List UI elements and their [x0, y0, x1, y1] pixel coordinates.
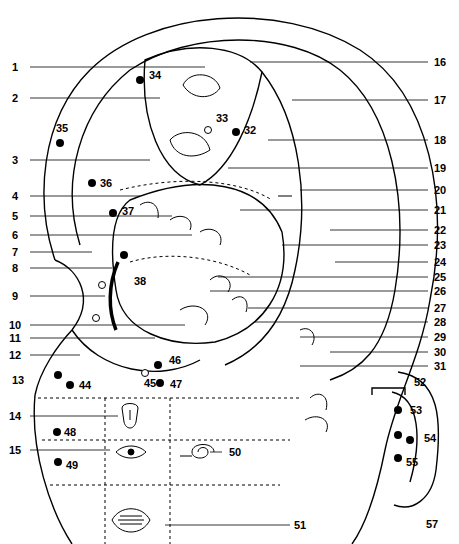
callout-number: 38: [134, 276, 146, 287]
callout-number: 28: [434, 317, 446, 328]
callout-number: 22: [434, 225, 446, 236]
tongue-icon: [122, 404, 138, 429]
tragus-thick: [110, 262, 118, 330]
callout-number: 33: [216, 113, 228, 124]
callout-number: 54: [424, 433, 436, 444]
callout-number: 18: [434, 135, 446, 146]
callout-number: 49: [66, 460, 78, 471]
point-dot: [54, 458, 62, 466]
callout-number: 46: [169, 355, 181, 366]
callout-number: 31: [434, 361, 446, 372]
callout-number: 24: [434, 257, 446, 268]
callout-number: 21: [434, 205, 446, 216]
triangular-fossa: [144, 48, 262, 185]
cochlea-icon: [180, 445, 214, 459]
point-dot: [156, 379, 164, 387]
callout-number: 53: [410, 405, 422, 416]
callout-number: 26: [434, 286, 446, 297]
callout-number: 30: [434, 347, 446, 358]
eye-icon: [116, 446, 146, 458]
callout-number: 52: [414, 377, 426, 388]
callout-number: 47: [170, 379, 182, 390]
callout-number: 15: [9, 445, 21, 456]
inset-ear: [394, 372, 439, 507]
point-dot: [136, 76, 144, 84]
point-dot: [120, 251, 128, 259]
callout-number: 35: [56, 123, 68, 134]
callout-number: 45: [144, 378, 156, 389]
callout-number: 37: [122, 206, 134, 217]
mouth-icon: [112, 509, 150, 532]
point-dot: [394, 454, 402, 462]
point-dot: [154, 361, 162, 369]
concha: [113, 185, 284, 344]
point-dot: [406, 436, 414, 444]
callout-number: 48: [64, 427, 76, 438]
point-dot: [88, 179, 96, 187]
intertragic-notch: [72, 330, 200, 371]
callout-number: 10: [9, 320, 21, 331]
callout-number: 25: [434, 272, 446, 283]
callout-number: 17: [434, 95, 446, 106]
point-dot: [394, 431, 402, 439]
organ-icons: [140, 75, 327, 432]
callout-number: 13: [12, 375, 24, 386]
callout-number: 3: [12, 155, 18, 166]
tragus-edge: [35, 260, 83, 395]
cymba-dashed-line: [120, 181, 272, 200]
callout-number: 55: [406, 457, 418, 468]
point-dot: [394, 406, 402, 414]
lobe-grid: [38, 398, 300, 544]
open-point: [205, 127, 212, 134]
point-dot: [54, 371, 62, 379]
callout-number: 1: [12, 62, 18, 73]
callout-number: 6: [12, 230, 18, 241]
callout-number: 11: [9, 333, 21, 344]
callout-number: 51: [294, 520, 306, 531]
callout-number: 16: [434, 57, 446, 68]
concha-dashed-line: [130, 256, 250, 275]
callout-number: 8: [12, 263, 18, 274]
open-point: [93, 315, 100, 322]
callout-number: 5: [12, 211, 18, 222]
inset-bracket: [372, 388, 405, 395]
callout-number: 36: [100, 178, 112, 189]
callout-number: 44: [79, 380, 91, 391]
callout-number: 2: [12, 93, 18, 104]
callout-number: 20: [434, 185, 446, 196]
callout-number: 4: [12, 191, 18, 202]
callout-number: 57: [426, 519, 438, 530]
open-point: [99, 282, 106, 289]
callout-number: 12: [9, 350, 21, 361]
callout-number: 27: [434, 303, 446, 314]
point-dot: [232, 128, 240, 136]
point-dot: [56, 139, 64, 147]
callout-number: 29: [434, 332, 446, 343]
callout-number: 19: [434, 163, 446, 174]
leader-lines: [30, 62, 428, 525]
callout-number: 7: [12, 247, 18, 258]
callout-number: 34: [149, 70, 161, 81]
antihelix-ridge: [225, 72, 302, 365]
point-dot: [109, 209, 117, 217]
point-dot: [53, 428, 61, 436]
callout-number: 32: [244, 125, 256, 136]
callout-number: 23: [434, 240, 446, 251]
callout-number: 50: [229, 447, 241, 458]
open-point: [142, 370, 149, 377]
callout-number: 14: [9, 411, 21, 422]
outer-helix: [44, 18, 437, 544]
callout-number: 9: [12, 291, 18, 302]
eye-pupil: [128, 449, 134, 455]
point-dot: [66, 381, 74, 389]
